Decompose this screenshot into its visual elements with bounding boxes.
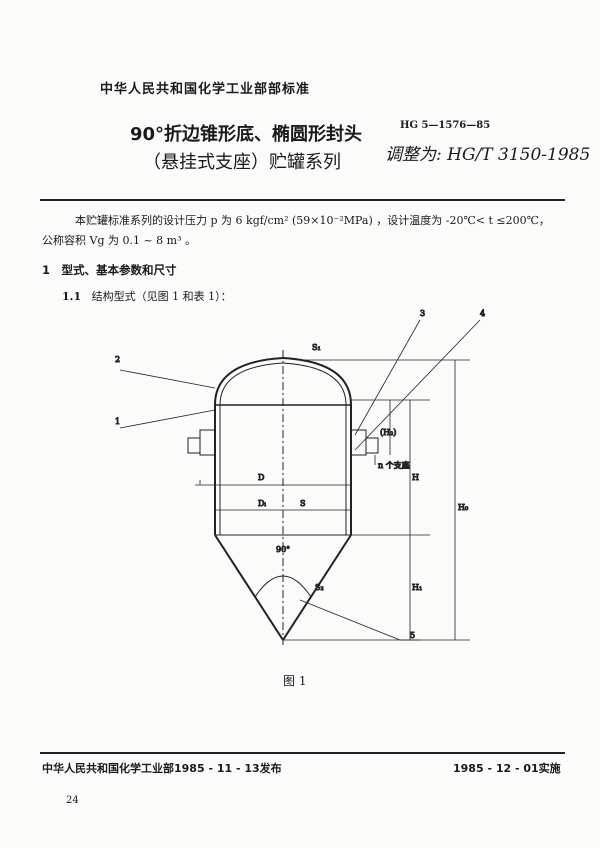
section-1-1: 1.1 结构型式（见图 1 和表 1）： (62, 288, 232, 304)
title-line-1: 90°折边锥形底、椭圆形封头 (130, 124, 363, 145)
footer-rule (40, 752, 565, 754)
standard-code: HG 5—1576—85 (400, 120, 491, 131)
label-supports: n 个支座 (378, 460, 410, 470)
label-d: D (258, 473, 264, 482)
header-rule (40, 199, 565, 201)
effective-date: 1985 - 12 - 01实施 (453, 762, 561, 775)
label-s2: S₂ (315, 583, 324, 592)
intro-line-2: 公称容积 Vg 为 0.1 ~ 8 m³ 。 (42, 234, 197, 247)
label-s: S (300, 499, 305, 508)
section-text: 结构型式（见图 1 和表 1）： (91, 290, 232, 303)
intro-line-1: 本贮罐标准系列的设计压力 p 为 6 kgf/cm² (59×10⁻²MPa) … (75, 214, 550, 227)
callout-1: 1 (115, 417, 120, 426)
label-angle: 90° (276, 545, 290, 554)
page-number: 24 (66, 795, 79, 806)
dimension-lines (119, 319, 481, 641)
vessel-outline (214, 350, 352, 645)
label-h0: H₀ (458, 503, 468, 512)
label-h: H (412, 473, 419, 482)
figure-1-drawing: 2 1 3 4 5 S₁ D Dᵢ S S₂ 90° H H₀ H₁ (H₂) … (115, 309, 486, 645)
callout-3: 3 (420, 309, 425, 318)
callout-2: 2 (115, 355, 120, 364)
callout-4: 4 (480, 309, 485, 318)
handwritten-note: 调整为: HG/T 3150-1985 (385, 145, 591, 165)
label-h2: (H₂) (380, 428, 396, 437)
issuing-organization: 中华人民共和国化学工业部部标准 (100, 82, 311, 97)
section-number: 1.1 (62, 290, 82, 303)
callout-5: 5 (410, 631, 415, 640)
title-line-2: （悬挂式支座）贮罐系列 (143, 152, 341, 173)
label-h1: H₁ (412, 583, 422, 592)
section-1-heading: 1 型式、基本参数和尺寸 (42, 263, 177, 277)
label-di: Dᵢ (258, 499, 266, 508)
figure-caption: 图 1 (283, 674, 307, 688)
issued-date: 中华人民共和国化学工业部1985 - 11 - 13发布 (42, 762, 282, 775)
label-s1: S₁ (312, 343, 321, 352)
support-lugs (187, 429, 379, 456)
